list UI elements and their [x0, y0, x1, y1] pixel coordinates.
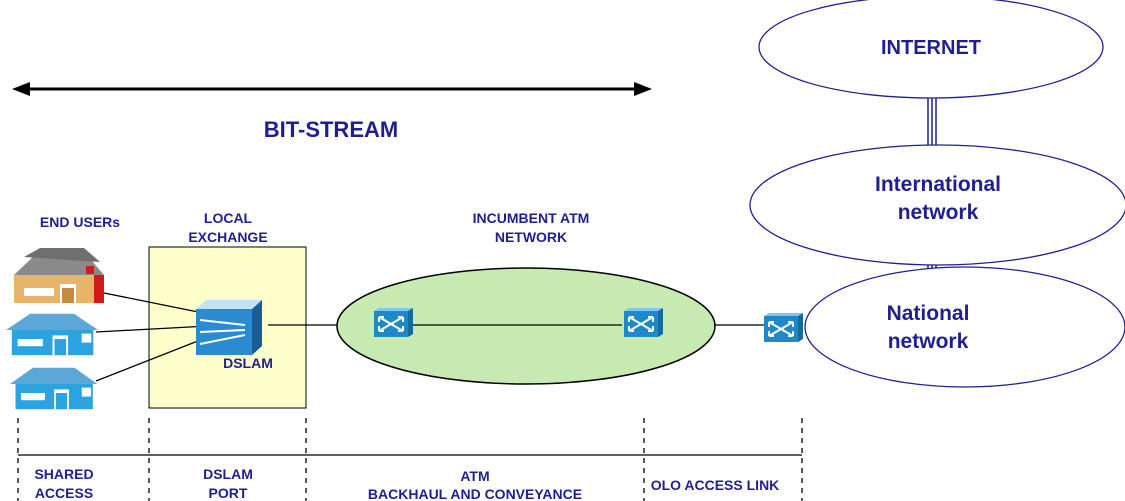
local-exchange-label-1: LOCAL: [204, 210, 253, 226]
diagram-title: BIT-STREAM: [264, 117, 398, 142]
olo-access-link-label: OLO ACCESS LINK: [651, 477, 780, 493]
atm-network-ellipse: [336, 267, 716, 385]
access-lines: [95, 292, 340, 382]
end-users-label: END USERs: [40, 214, 120, 230]
atm-backhaul-label-1: ATM: [460, 468, 489, 484]
atm-switch-icon: [373, 307, 414, 338]
segment-dividers: [17, 418, 803, 501]
dslam-port-label-1: DSLAM: [203, 466, 253, 482]
international-label-2: network: [898, 201, 979, 224]
dslam-port-label-2: PORT: [209, 485, 248, 501]
internet-label: INTERNET: [881, 37, 981, 59]
national-label-2: network: [888, 330, 969, 353]
dslam-icon: [196, 300, 262, 355]
house-icon: [6, 313, 99, 356]
shared-access-label-1: SHARED: [34, 466, 93, 482]
atm-switch-icon: [763, 312, 804, 343]
national-network-ellipse: [804, 266, 1125, 388]
local-exchange-label-2: EXCHANGE: [188, 229, 267, 245]
international-label-1: International: [875, 173, 1001, 196]
national-label-1: National: [887, 302, 970, 325]
dslam-label: DSLAM: [223, 355, 273, 371]
internet-ellipse: [758, 0, 1104, 99]
house-icon: [14, 248, 104, 303]
incumbent-atm-label-2: NETWORK: [495, 229, 567, 245]
bitstream-arrow: [12, 82, 652, 96]
incumbent-atm-label-1: INCUMBENT ATM: [473, 210, 590, 226]
atm-switch-icon: [623, 307, 664, 338]
shared-access-label-2: ACCESS: [35, 485, 93, 501]
atm-backhaul-label-2: BACKHAUL AND CONVEYANCE: [368, 486, 582, 501]
international-network-ellipse: [749, 144, 1125, 266]
house-icon: [10, 367, 98, 410]
